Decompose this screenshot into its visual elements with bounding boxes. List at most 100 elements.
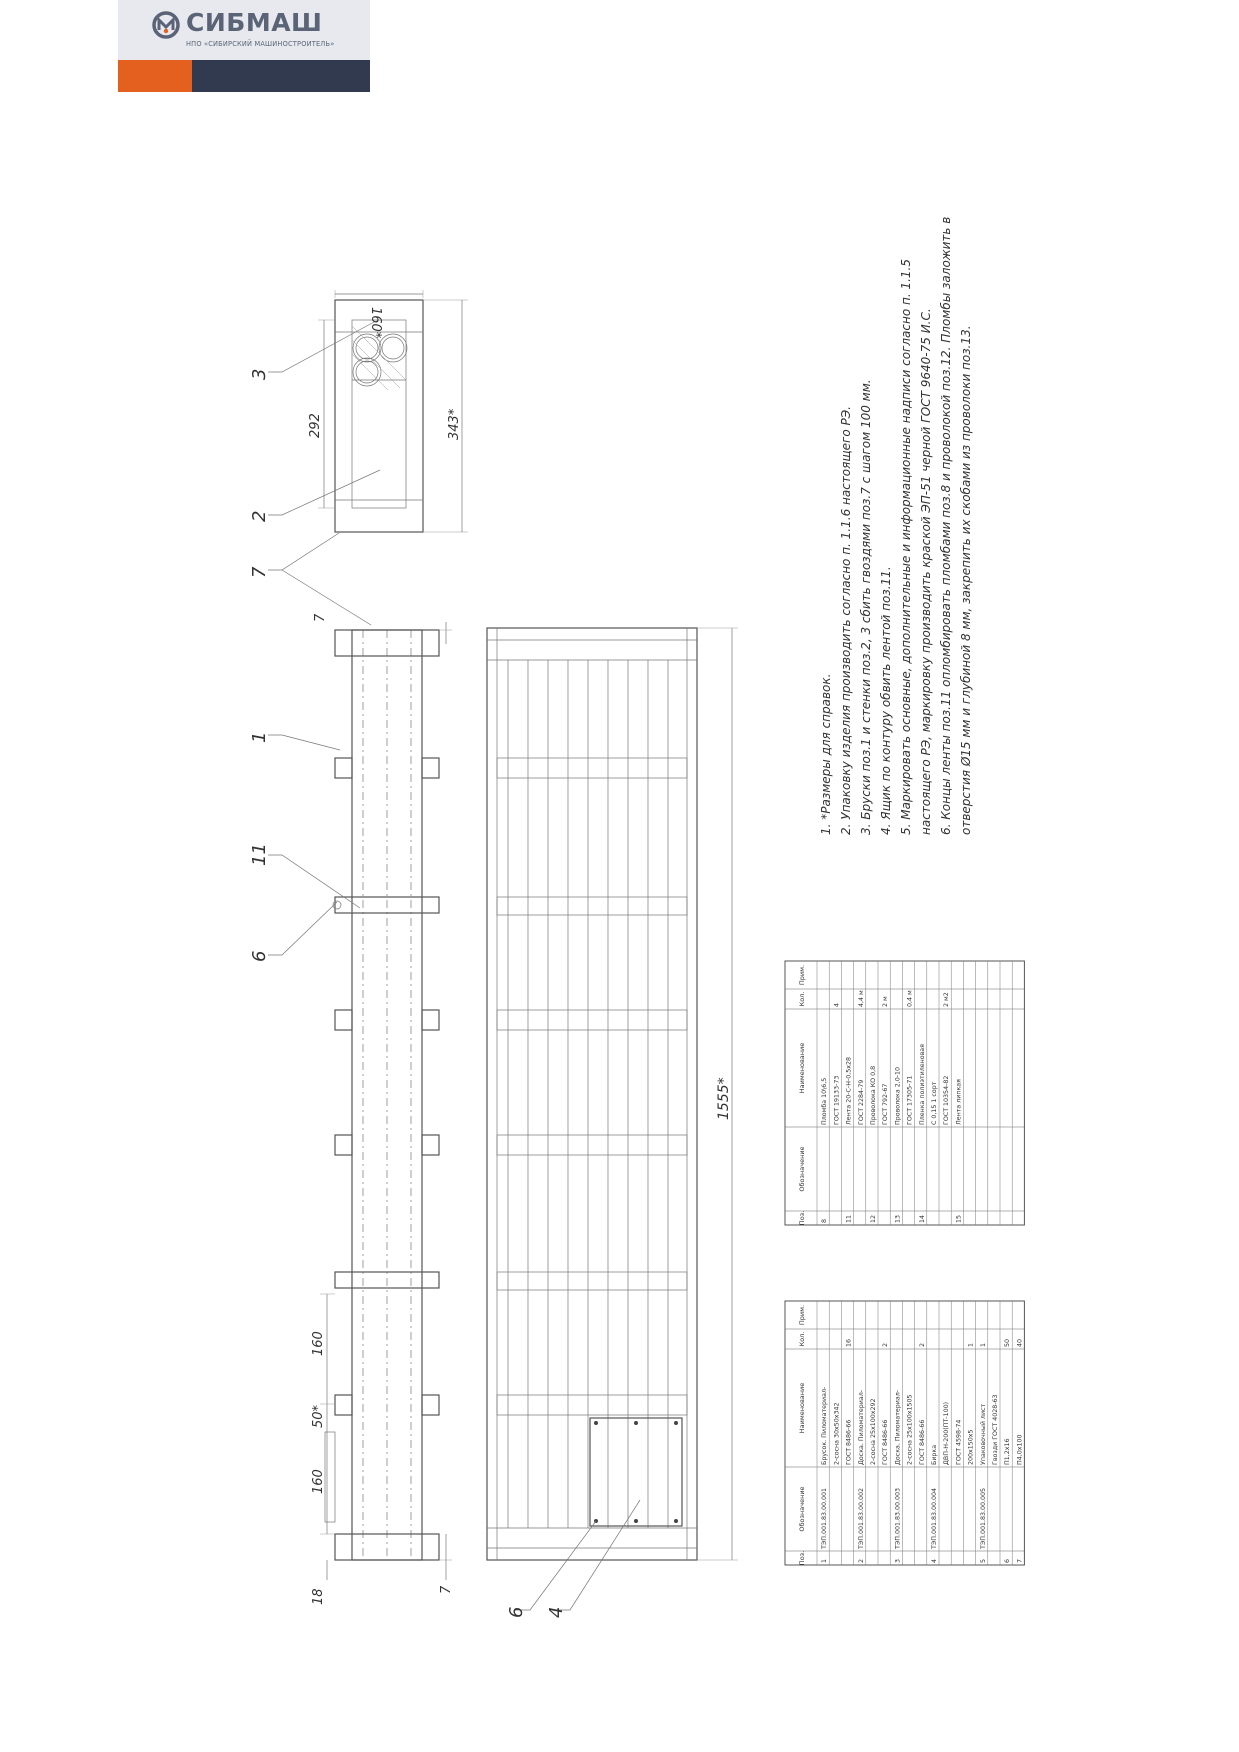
spec-cell: ТЭП.001.83.00.001 [821, 1488, 828, 1550]
note-5-cont: настоящего РЭ, маркировку производить кр… [919, 308, 933, 835]
end-view [318, 290, 468, 533]
plan-view [486, 627, 738, 1561]
spec-cell: 7 [1016, 1559, 1023, 1563]
callout-2: 2 [249, 511, 270, 522]
spec-cell: 2 [858, 1559, 865, 1563]
spec-table-right: Поз. Обозначение Наименование Кол. Прим. 8 Пло… [784, 960, 1025, 1226]
callout-7: 7 [249, 566, 270, 578]
spec-cell: 16 [846, 1339, 853, 1347]
spec-cell: ГОСТ 4598-74 [955, 1420, 962, 1465]
spec-cell: Проволока КО 0,8 [870, 1066, 877, 1125]
logo-orange-bar [118, 60, 192, 92]
spec-cell: П1,2х16 [1004, 1439, 1011, 1466]
spec-cell: Бирка [931, 1445, 938, 1465]
dim-width-outer: 343* [447, 408, 462, 440]
callout-leaders [268, 321, 641, 1611]
spec-cell: 2 м [882, 996, 889, 1007]
note-6: 6. Концы ленты поз.11 опломбировать плом… [939, 217, 953, 835]
spec-cell: 1 [821, 1559, 828, 1563]
spec-cell: 50 [1004, 1339, 1011, 1347]
callout-6-plan: 6 [506, 1607, 527, 1618]
spec-cell: Лента липкая [955, 1079, 962, 1125]
spec-cell: 2 м2 [943, 992, 950, 1007]
spec-cell: ТЭП.001.83.00.005 [980, 1488, 987, 1550]
spec-cell: ГОСТ 10354-82 [943, 1076, 950, 1125]
spec-header-cell: Обозначение [798, 1486, 806, 1531]
spec-header-cell: Поз. [798, 1551, 806, 1565]
spec-cell: Пленка полиэтиленовая [919, 1044, 926, 1125]
spec-cell: 2-сосна 25х100х1505 [907, 1394, 914, 1465]
spec-header-cell: Прим. [798, 1305, 806, 1325]
spec-cell: Упаковочный лист [979, 1403, 987, 1465]
spec-cell: 8 [821, 1219, 828, 1223]
spec-cell: 3 [894, 1559, 901, 1563]
spec-cell: ГОСТ 8486-66 [846, 1420, 853, 1465]
spec-cell: 0,4 м [907, 990, 914, 1007]
spec-cell: ДВП-Н-200(ПТ-100) [943, 1402, 950, 1465]
spec-cell: 11 [846, 1215, 853, 1223]
spec-cell: 15 [955, 1215, 962, 1223]
logo-navy-bar [192, 60, 370, 92]
spec-cell: 4,4 м [858, 990, 865, 1007]
note-5: 5. Маркировать основные, дополнительные … [899, 259, 913, 835]
dim-offset-1: 18 [311, 1588, 326, 1605]
spec-cell: 5 [980, 1559, 987, 1563]
spec-cell: 6 [1004, 1559, 1011, 1563]
dim-length-total: 1555* [716, 1077, 732, 1120]
spec-header-cell: Наименование [798, 1043, 806, 1094]
note-2: 2. Упаковку изделия производить согласно… [839, 406, 853, 835]
callout-6-side: 6 [249, 951, 270, 962]
spec-cell: ТЭП.001.83.00.004 [931, 1488, 938, 1550]
note-1: 1. *Размеры для справок. [819, 674, 833, 835]
callout-1: 1 [249, 732, 270, 743]
spec-cell: Гвозди ГОСТ 4028-63 [992, 1394, 999, 1465]
spec-cell: 1 [980, 1343, 987, 1347]
spec-cell: 2 [882, 1343, 889, 1347]
spec-cell: 13 [894, 1215, 901, 1223]
side-view [320, 622, 452, 1580]
spec-frame [784, 1300, 1025, 1566]
dim-offset-3: 7 [313, 613, 328, 622]
spec-header-cell: Наименование [798, 1383, 806, 1434]
callout-4: 4 [546, 1607, 567, 1618]
spec-cell: 12 [870, 1215, 877, 1223]
spec-cell: 4 [931, 1559, 938, 1563]
spec-cell: Брусок. Пиломатериал- [821, 1387, 828, 1465]
spec-cell: С 0,15 1 сорт [931, 1081, 938, 1125]
spec-cell: 2 [919, 1343, 926, 1347]
spec-cell: ГОСТ 17305-71 [907, 1076, 914, 1125]
spec-cell: Лента 20-С-Н-0,5х28 [846, 1057, 853, 1125]
spec-header-cell: Прим. [798, 965, 806, 985]
spec-cell: 14 [919, 1215, 926, 1223]
dim-offset-2: 7 [439, 1585, 454, 1594]
spec-cell: ГОСТ 2284-79 [858, 1080, 865, 1125]
spec-cell: Пломба 10\6,5 [820, 1078, 828, 1125]
spec-header-cell: Поз. [798, 1211, 806, 1225]
spec-cell: ГОСТ 792-67 [882, 1084, 889, 1125]
spec-cell: Доска. Пиломатериал- [858, 1390, 865, 1465]
spec-cell: Проволока 2,0-10 [894, 1067, 901, 1125]
dim-spacing-3: 160 [311, 1469, 326, 1494]
spec-cell: ТЭП.001.83.00.003 [894, 1488, 901, 1550]
logo-subtitle: НПО «СИБИРСКИЙ МАШИНОСТРОИТЕЛЬ» [186, 40, 335, 48]
spec-cell: 200х150х5 [968, 1430, 975, 1466]
notes: 1. *Размеры для справок. 2. Упаковку изд… [819, 217, 973, 835]
spec-header-cell: Кол. [798, 1332, 806, 1347]
note-3: 3. Бруски поз.1 и стенки поз.2, 3 сбить … [859, 379, 873, 835]
spec-cell: 2-сосна 25х100х292 [870, 1398, 877, 1465]
spec-cell: 40 [1016, 1339, 1023, 1347]
callout-11: 11 [249, 843, 270, 866]
spec-cell: Доска. Пиломатериал- [894, 1390, 901, 1465]
spec-cell: 2-сосна 30х50х342 [833, 1402, 840, 1465]
spec-table-left: Поз.ОбозначениеНаименованиеКол.Прим.1ТЭП… [784, 1300, 1025, 1566]
spec-cell: ТЭП.001.83.00.002 [858, 1488, 865, 1550]
dim-height: 160* [368, 307, 383, 339]
spec-cell: 4 [833, 1003, 840, 1007]
spec-cell: П4,0х100 [1016, 1435, 1023, 1466]
spec-cell: ГОСТ 19133-73 [833, 1076, 840, 1125]
spec-cell: 1 [968, 1343, 975, 1347]
note-4: 4. Ящик по контуру обвить лентой поз.11. [879, 566, 893, 835]
spec-header-cell: Кол. [798, 992, 806, 1007]
spec-header-cell: Обозначение [798, 1146, 806, 1191]
